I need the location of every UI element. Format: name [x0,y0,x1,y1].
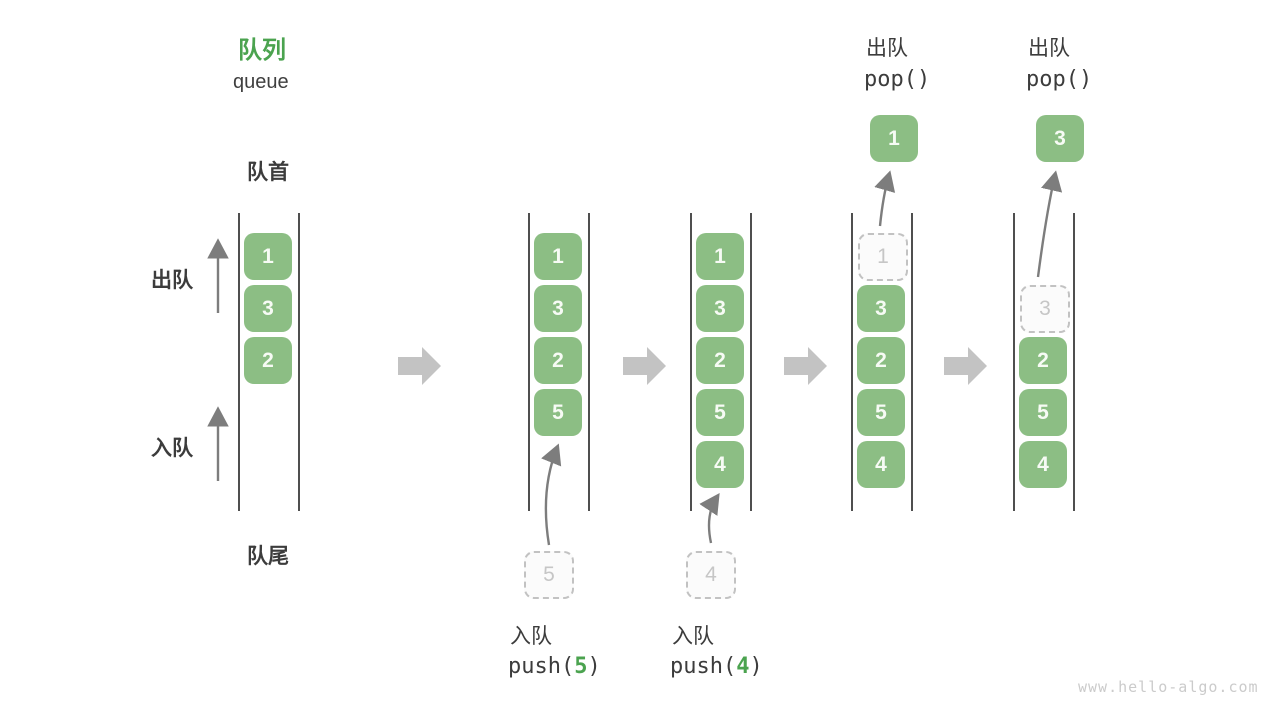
queue-item: 2 [1019,337,1067,384]
state-transition-arrow-3 [784,347,827,385]
queue-item: 3 [534,285,582,332]
push4-label: 入队 [672,625,714,648]
removed-item-ghost: 1 [858,233,908,281]
pop1-label: 出队 [866,37,908,60]
removed-item-ghost: 3 [1020,285,1070,333]
queue-item: 1 [244,233,292,280]
queue-item: 2 [534,337,582,384]
queue-item: 4 [696,441,744,488]
state-transition-arrow-4 [944,347,987,385]
queue-item: 5 [534,389,582,436]
queue-item: 2 [244,337,292,384]
diagram-title-en: queue [233,71,289,93]
queue-item: 1 [696,233,744,280]
pop1-code: pop() [864,67,931,92]
queue-item: 4 [857,441,905,488]
push5-code-pre: push( [508,654,575,679]
incoming-item-ghost: 4 [686,551,736,599]
queue-container-5 [1013,213,1075,511]
push4-code-arg: 4 [736,654,750,679]
queue-item: 3 [244,285,292,332]
queue-front-label: 队首 [247,161,289,184]
queue-item: 5 [1019,389,1067,436]
queue-item: 3 [696,285,744,332]
enqueue-side-label: 入队 [151,437,193,460]
queue-container-2 [528,213,590,511]
push5-code-post: ) [587,654,601,679]
pop2-label: 出队 [1028,37,1070,60]
push5-code-arg: 5 [574,654,588,679]
queue-item: 4 [1019,441,1067,488]
incoming-item-ghost: 5 [524,551,574,599]
popped-item: 3 [1036,115,1084,162]
dequeue-side-label: 出队 [151,269,193,292]
push4-code-post: ) [749,654,763,679]
push4-code-pre: push( [670,654,737,679]
queue-container-3 [690,213,752,511]
queue-item: 2 [857,337,905,384]
popped-item: 1 [870,115,918,162]
queue-item: 3 [857,285,905,332]
push4-code: push(4) [670,654,763,679]
diagram-title-zh: 队列 [238,37,286,64]
queue-item: 5 [857,389,905,436]
pop2-code: pop() [1026,67,1093,92]
queue-container-1 [238,213,300,511]
queue-item: 1 [534,233,582,280]
push5-code: push(5) [508,654,601,679]
queue-item: 5 [696,389,744,436]
watermark: www.hello-algo.com [1078,678,1259,696]
queue-rear-label: 队尾 [247,545,289,568]
queue-item: 2 [696,337,744,384]
push5-label: 入队 [510,625,552,648]
state-transition-arrow-1 [398,347,441,385]
state-transition-arrow-2 [623,347,666,385]
queue-container-4 [851,213,913,511]
